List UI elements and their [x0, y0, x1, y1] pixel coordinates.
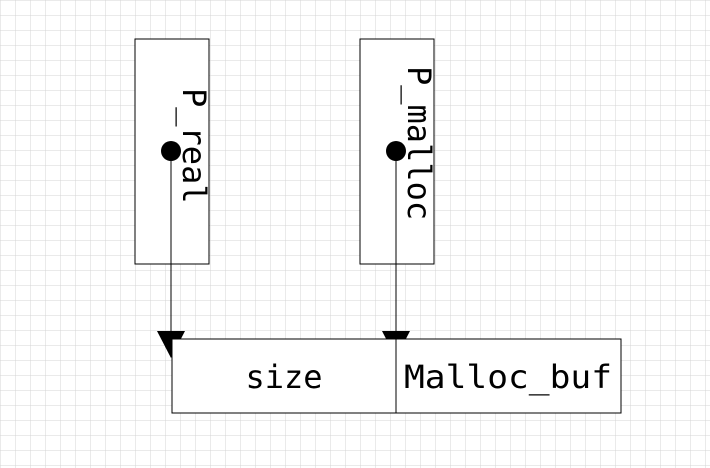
pointer-box-p-real: P_real: [134, 38, 213, 358]
buffer-cell-malloc-buf: [395, 338, 622, 414]
buffer-cell-size-label: size: [245, 358, 322, 396]
buffer-cell-size: [171, 338, 397, 414]
buffer-block: size Malloc_buf: [171, 338, 622, 414]
pointer-box-p-malloc: P_malloc: [359, 38, 438, 358]
buffer-cell-malloc-buf-label: Malloc_buf: [404, 358, 612, 396]
pointer-label-p-real: P_real: [175, 88, 213, 204]
pointer-arrowhead-p-real: [157, 331, 185, 358]
pointer-label-p-malloc: P_malloc: [400, 66, 438, 220]
